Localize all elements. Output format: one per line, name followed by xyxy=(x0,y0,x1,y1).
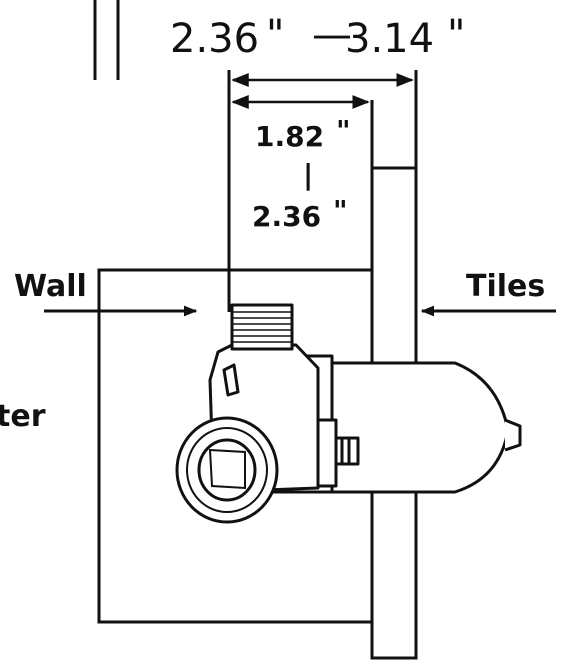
pipe-lines xyxy=(93,0,120,80)
valve-body xyxy=(208,303,522,494)
dimension-guides xyxy=(227,70,418,312)
outer-dimension-max: 3.14 xyxy=(345,16,434,62)
inner-dimension-max: 2.36 xyxy=(252,200,321,233)
inner-dimension-unit-2: " xyxy=(333,194,348,227)
wall-outline xyxy=(97,268,372,624)
inner-dimension-min: 1.82 xyxy=(255,120,324,153)
outer-dimension-min: 2.36 xyxy=(170,16,259,62)
inner-dimension-unit-1: " xyxy=(336,114,351,147)
wall-label: Wall xyxy=(14,269,87,304)
bottom-outlet xyxy=(175,416,279,524)
partial-label: ter xyxy=(0,399,46,434)
outer-dimension-unit-1: " xyxy=(266,12,284,58)
outer-dimension-separator: — xyxy=(312,12,352,58)
inner-dimension-separator: | xyxy=(303,158,313,191)
top-thread xyxy=(232,311,292,343)
tiles-label: Tiles xyxy=(466,269,545,304)
outer-dimension-unit-2: " xyxy=(447,12,465,58)
